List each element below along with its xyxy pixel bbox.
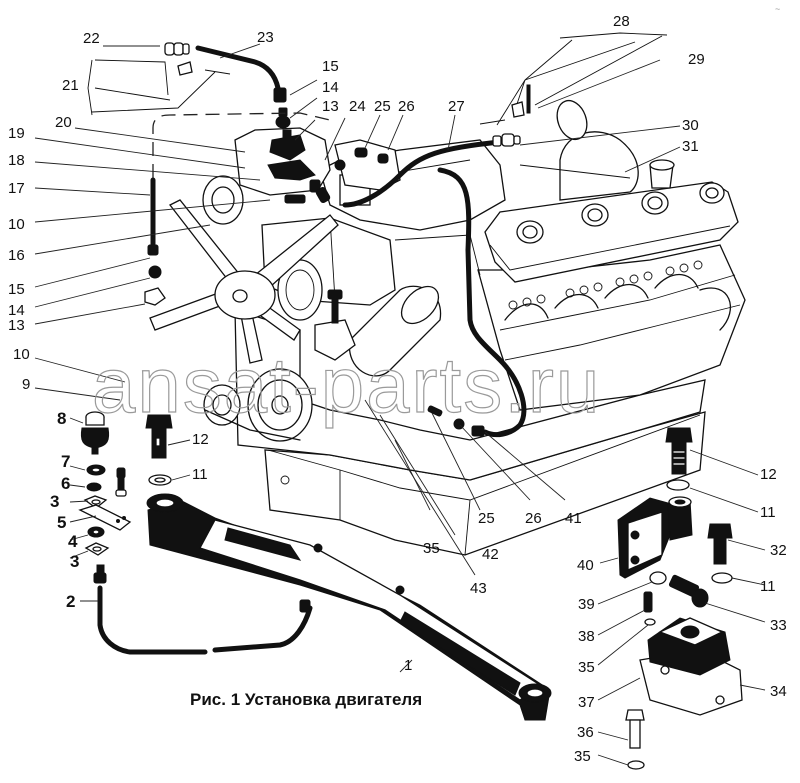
- callout-11: 11: [760, 504, 776, 521]
- washer-6: [86, 482, 102, 492]
- callout-34: 34: [770, 683, 787, 700]
- callout-29: 29: [688, 51, 705, 68]
- callout-14: 14: [8, 302, 25, 319]
- rubber-cushion-8: [80, 411, 110, 455]
- callout-12: 12: [192, 431, 209, 448]
- nipple-2: [93, 564, 107, 584]
- callout-14: 14: [322, 79, 339, 96]
- callout-20: 20: [55, 114, 72, 131]
- callout-41: 41: [565, 510, 582, 527]
- callout-19: 19: [8, 125, 25, 142]
- cushion-37-34: [639, 617, 743, 716]
- callout-35: 35: [578, 659, 595, 676]
- callout-2: 2: [66, 592, 75, 611]
- washer-11-left: [148, 474, 172, 486]
- callout-5: 5: [57, 513, 66, 532]
- stud-38: [643, 591, 653, 613]
- bolt-9: [115, 467, 127, 497]
- pipe-23: [195, 45, 281, 91]
- callout-9: 9: [22, 376, 30, 393]
- valve-cover-caps: [516, 182, 725, 244]
- leader-lines: [34, 43, 766, 766]
- callout-21: 21: [62, 77, 79, 94]
- callout-8: 8: [57, 409, 66, 428]
- idler-pulley: [203, 384, 241, 426]
- callout-4: 4: [68, 532, 78, 551]
- callout-16: 16: [8, 247, 25, 264]
- callout-31: 31: [682, 138, 699, 155]
- pipe-2: [97, 585, 313, 655]
- callout-35: 35: [423, 540, 440, 557]
- callout-15: 15: [8, 281, 25, 298]
- callout-7: 7: [61, 452, 70, 471]
- callout-15: 15: [322, 58, 339, 75]
- rear-mount-parts: [617, 427, 743, 770]
- callout-10: 10: [8, 216, 25, 233]
- callout-32: 32: [770, 542, 787, 559]
- bolt-12-right: [665, 427, 693, 475]
- bracket-40: [617, 496, 693, 579]
- callout-18: 18: [8, 152, 25, 169]
- alternator-pulley: [202, 175, 244, 225]
- callout-40: 40: [577, 557, 594, 574]
- assembly-dashed-line: [152, 112, 331, 178]
- callout-26: 26: [525, 510, 542, 527]
- plate-3: [83, 495, 108, 509]
- callout-27: 27: [448, 98, 465, 115]
- callout-24: 24: [349, 98, 366, 115]
- corner-mark: ~: [775, 4, 780, 14]
- callout-30: 30: [682, 117, 699, 134]
- head-bolts: [508, 260, 703, 310]
- figure-caption: Рис. 1 Установка двигателя: [190, 690, 423, 709]
- intake-housing: [559, 131, 639, 201]
- pipe-41: [437, 167, 527, 438]
- callout-25: 25: [374, 98, 391, 115]
- callout-22: 22: [83, 30, 100, 47]
- bracket-5: [78, 504, 132, 531]
- bolt-12-left: [145, 414, 173, 459]
- callout-43: 43: [470, 580, 487, 597]
- callout-35: 35: [574, 748, 591, 765]
- callout-33: 33: [770, 617, 787, 634]
- callout-13: 13: [8, 317, 25, 334]
- callout-11: 11: [192, 466, 208, 483]
- callout-17: 17: [8, 180, 25, 197]
- fittings: [144, 42, 521, 613]
- bolt-33: [668, 574, 709, 608]
- callout-12: 12: [760, 466, 777, 483]
- callout-39: 39: [578, 596, 595, 613]
- washer-39: [649, 571, 667, 585]
- front-engine-support-beam: [146, 493, 552, 721]
- watermark: ansat-parts.ru: [92, 341, 601, 429]
- callout-23: 23: [257, 29, 274, 46]
- callout-13: 13: [322, 98, 339, 115]
- callout-28: 28: [613, 13, 630, 30]
- pipe-27: [342, 139, 503, 208]
- callout-10: 10: [13, 346, 30, 363]
- valve-cover: [484, 181, 739, 283]
- callout-1: 1: [404, 657, 412, 674]
- bolt-36: [625, 709, 645, 749]
- cooling-fan: [149, 199, 339, 364]
- callout-38: 38: [578, 628, 595, 645]
- plate-3b: [84, 542, 110, 556]
- callout-37: 37: [578, 694, 595, 711]
- callout-25: 25: [478, 510, 495, 527]
- oil-filter: [314, 285, 442, 377]
- callout-3: 3: [50, 492, 59, 511]
- callout-42: 42: [482, 546, 499, 563]
- bracket-21: [87, 59, 231, 116]
- callout-36: 36: [577, 724, 594, 741]
- callout-11: 11: [760, 578, 776, 595]
- callout-3: 3: [70, 552, 79, 571]
- fuel-filter-head: [234, 127, 401, 204]
- callout-6: 6: [61, 474, 70, 493]
- bolt-32: [707, 523, 733, 565]
- bracket-28: [479, 32, 668, 126]
- crank-pulley: [247, 368, 313, 442]
- callout-26: 26: [398, 98, 415, 115]
- callout-labels: 1 2 3 3 4 5 6 7 8 9 10 10 11 11 11 12 12…: [8, 13, 787, 765]
- front-mount-parts: [78, 411, 132, 584]
